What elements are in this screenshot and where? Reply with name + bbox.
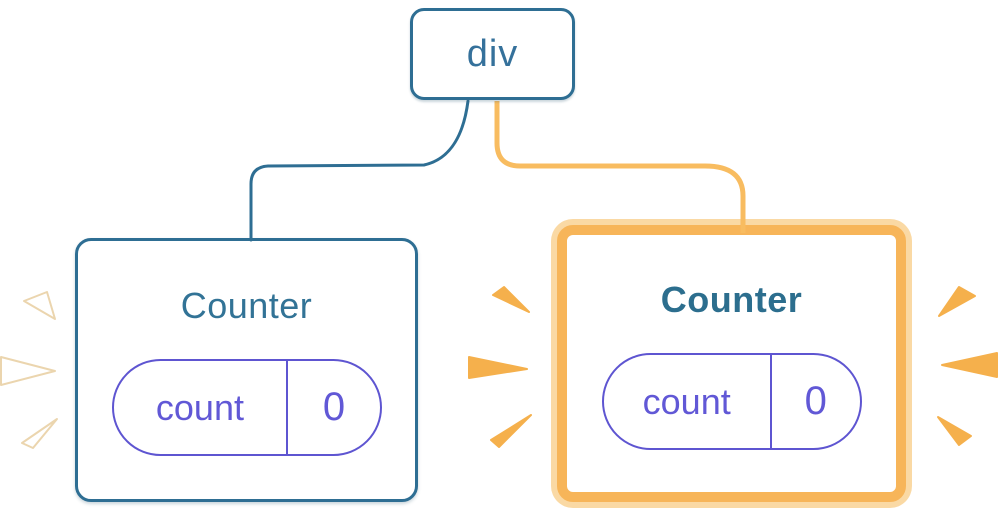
component-title: Counter <box>180 285 313 326</box>
spark-icon <box>938 286 976 317</box>
counter-card-right-highlighted: Counter count 0 <box>557 225 906 502</box>
state-pill: count 0 <box>111 359 382 456</box>
left-counter-spark-burst-icon <box>0 291 58 449</box>
component-title: Counter <box>660 279 803 320</box>
spark-icon <box>937 416 972 446</box>
spark-icon <box>490 414 532 448</box>
state-key: count <box>155 386 244 428</box>
edge-right-line <box>494 101 746 233</box>
node-label: div <box>466 32 519 75</box>
counter-card-left: Counter count 0 <box>75 238 418 502</box>
spark-icon <box>21 418 58 449</box>
state-value: 0 <box>769 355 860 448</box>
spark-icon <box>23 291 56 320</box>
right-counter-left-spark-burst-icon <box>468 286 532 448</box>
spark-icon <box>941 352 998 378</box>
tree-node-div: div <box>410 8 575 100</box>
right-counter-right-spark-burst-icon <box>937 286 998 446</box>
state-pill: count 0 <box>601 353 862 450</box>
edge-left-line <box>249 99 470 242</box>
edge-right-casing <box>485 101 755 217</box>
spark-icon <box>0 356 56 386</box>
spark-icon <box>468 356 528 379</box>
state-value: 0 <box>286 361 379 454</box>
spark-icon <box>492 286 530 313</box>
state-key: count <box>642 380 731 422</box>
